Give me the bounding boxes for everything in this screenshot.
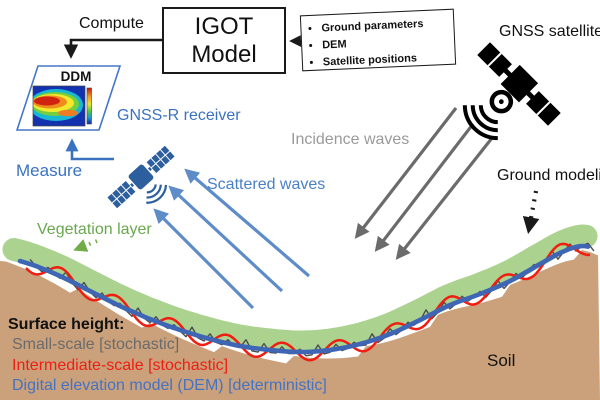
igot-model-line1: IGOT [194, 12, 254, 40]
gnss-r-receiver-icon [106, 144, 176, 210]
gnss-satellite-label: GNSS satellite [499, 23, 600, 40]
gnss-r-receiver-label: GNSS-R receiver [117, 107, 241, 124]
ddm-label: DDM [60, 69, 92, 84]
incidence-waves-label: Incidence waves [291, 131, 410, 148]
measure-arrow [65, 138, 114, 161]
soil-label: Soil [487, 351, 516, 370]
vegetation-layer-label: Vegetation layer [37, 221, 152, 238]
legend-item-dem: Digital elevation model (DEM) [determini… [12, 376, 327, 394]
terrain [0, 224, 600, 400]
ddm-panel [15, 65, 122, 131]
gnss-satellite-icon [462, 42, 561, 141]
surface-height-legend: Surface height: Small-scale [stochastic]… [8, 315, 327, 396]
intermediate-scale-surface-line [25, 242, 590, 362]
compute-arrow [63, 38, 162, 59]
soil-area [0, 250, 600, 400]
legend-item-small-scale: Small-scale [stochastic] [12, 336, 180, 354]
ground-modeling-label: Ground modeling [497, 167, 600, 184]
ground-modeling-arrow [522, 190, 540, 234]
ddm-heatmap [32, 85, 92, 127]
measure-label: Measure [16, 161, 83, 180]
scattered-waves-label: Scattered waves [207, 176, 326, 193]
igot-model-line2: Model [191, 40, 257, 68]
legend-title: Surface height: [8, 316, 125, 333]
scattered-wave-arrows [153, 168, 311, 310]
igot-model-box: IGOT Model [162, 7, 286, 74]
vegetation-pointer-arrow [73, 239, 98, 252]
model-inputs-box: Ground parameters DEM Satellite position… [299, 8, 457, 72]
legend-item-intermediate-scale: Intermediate-scale [stochastic] [12, 356, 229, 374]
vegetation-layer-band [2, 224, 598, 354]
dem-surface-line [17, 243, 591, 355]
compute-label: Compute [79, 15, 144, 32]
incidence-wave-arrows [354, 107, 494, 260]
